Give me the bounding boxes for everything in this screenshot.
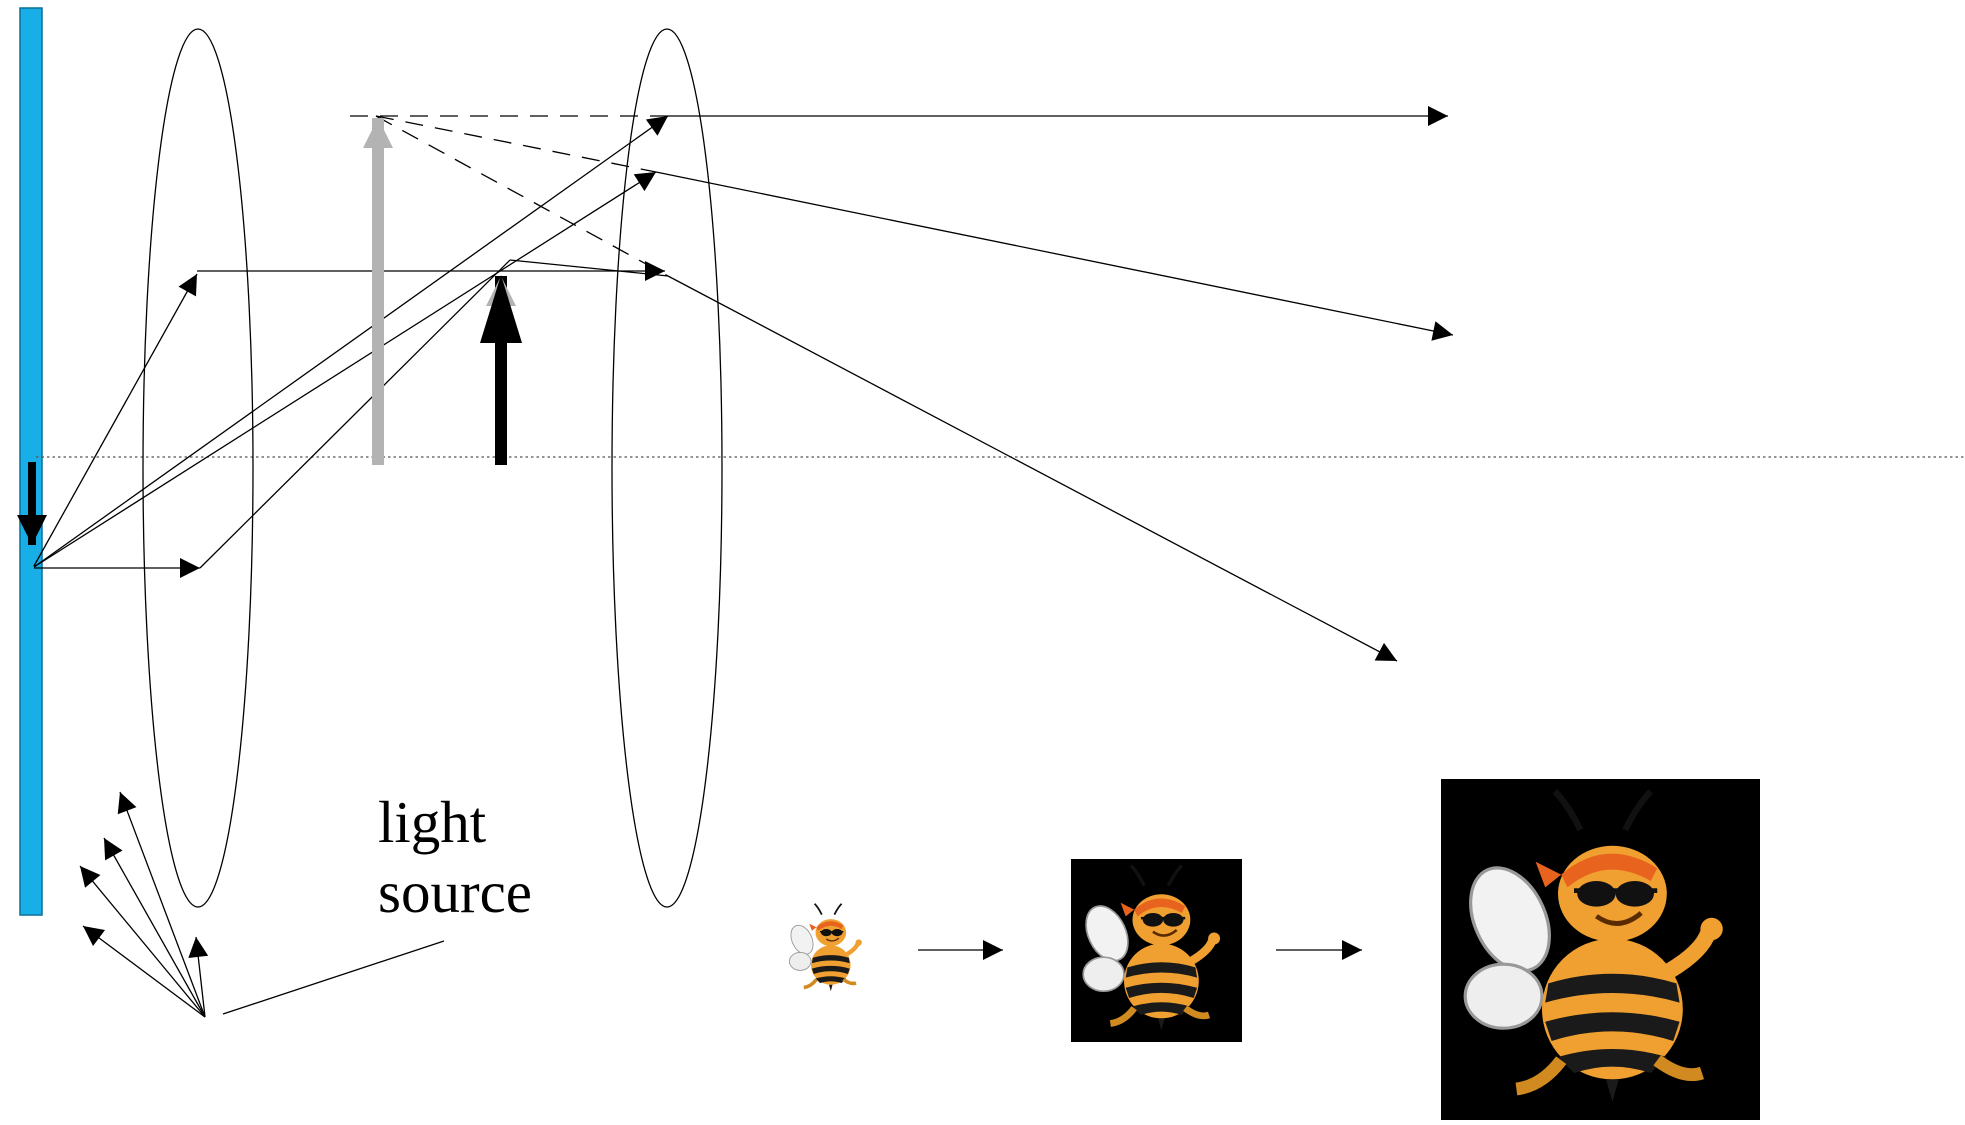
- light-source-rays: [79, 791, 209, 1018]
- rays-between-lenses: [197, 259, 669, 569]
- intermediate-image-arrowhead: [480, 275, 522, 343]
- light-source-label: light source: [378, 789, 532, 925]
- rays-after-eyepiece: [655, 106, 1454, 662]
- objective-lens: [142, 28, 254, 908]
- rays-to-objective: [33, 115, 669, 578]
- bee-large-panel: [1441, 779, 1760, 1120]
- detector-plate: [19, 7, 43, 916]
- bee-small: [787, 904, 862, 991]
- light-source-label-line1: light: [378, 789, 487, 855]
- light-source-label-line2: source: [378, 859, 532, 925]
- virtual-image-construction-lines: [350, 115, 669, 277]
- bee-medium-panel: [1071, 859, 1242, 1042]
- label-pointer-line: [222, 940, 445, 1015]
- eyepiece-lens: [611, 28, 723, 908]
